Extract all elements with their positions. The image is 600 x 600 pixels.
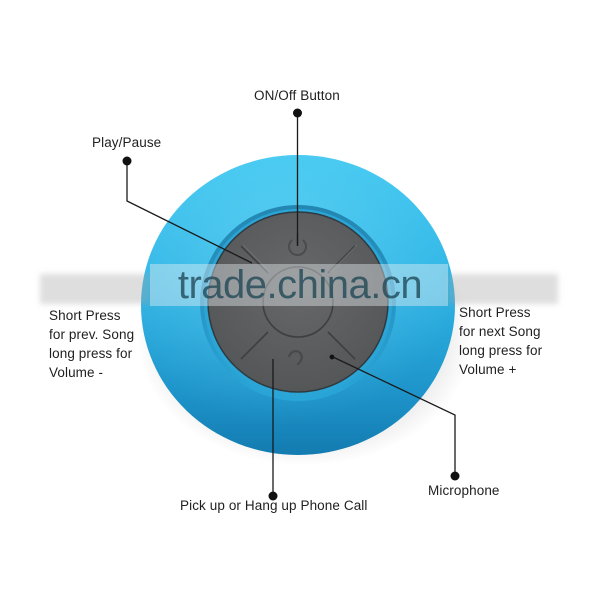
label-line: Short Press	[49, 308, 121, 323]
leader-dots	[122, 108, 460, 501]
label-on-off-button: ON/Off Button	[254, 88, 340, 103]
label-line: Short Press	[459, 305, 531, 320]
label-play-pause: Play/Pause	[92, 135, 162, 150]
phone-icon[interactable]	[287, 350, 303, 366]
microphone-hole	[329, 354, 335, 360]
label-next-song-volume-up: Short Press for next Song long press for…	[459, 303, 579, 379]
label-previous-song-volume-down: Short Press for prev. Song long press fo…	[49, 306, 169, 382]
label-line: for prev. Song	[49, 327, 135, 342]
label-phone-call: Pick up or Hang up Phone Call	[180, 498, 368, 513]
label-line: Volume -	[49, 365, 104, 380]
control-pad	[207, 211, 389, 393]
label-line: long press for	[459, 343, 543, 358]
label-line: Volume +	[459, 362, 517, 377]
leader-lines	[126, 112, 456, 495]
label-microphone: Microphone	[428, 483, 500, 498]
label-line: long press for	[49, 346, 133, 361]
label-line: for next Song	[459, 324, 541, 339]
